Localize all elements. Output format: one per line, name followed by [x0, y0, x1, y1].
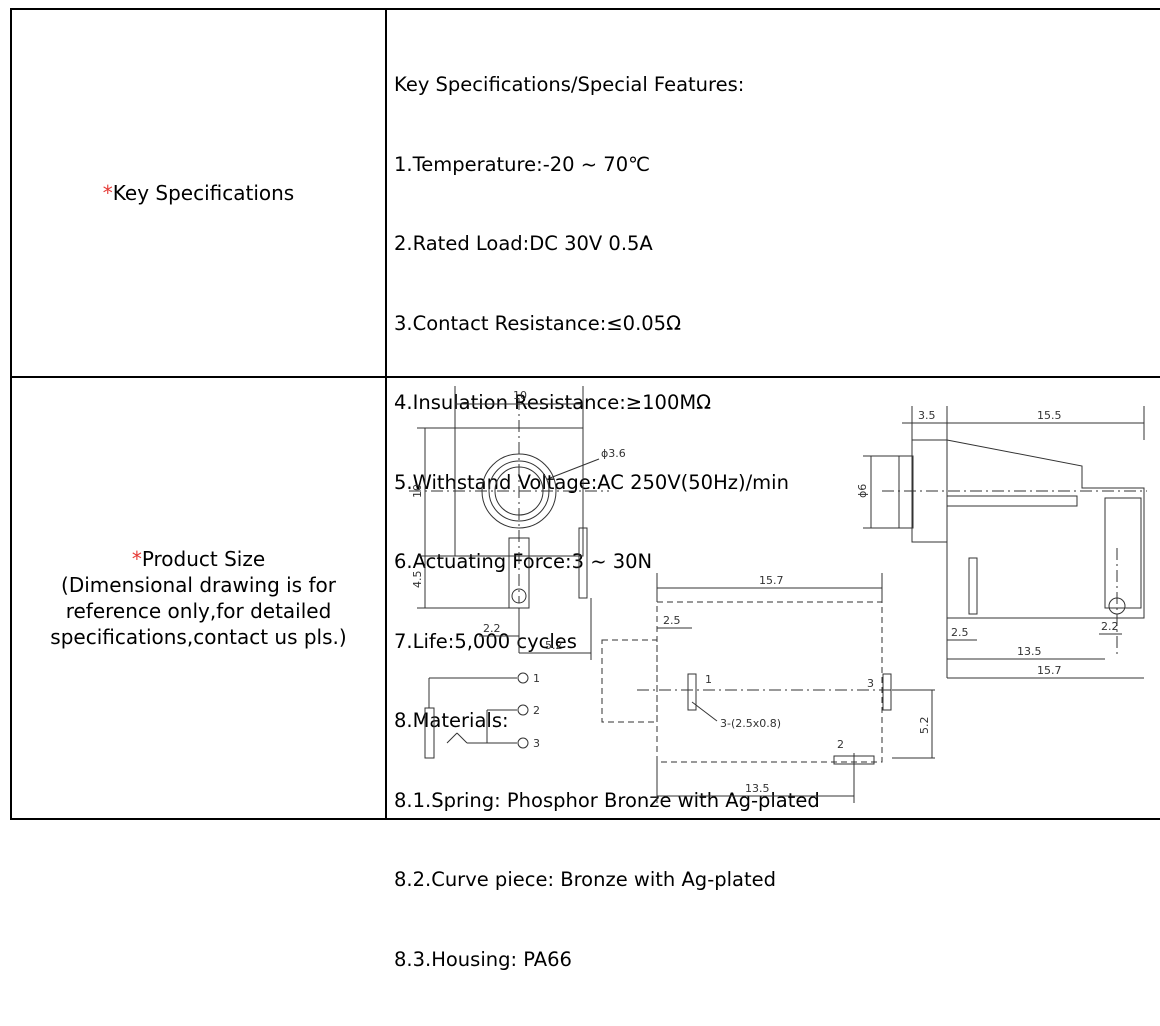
required-asterisk: * — [131, 547, 142, 571]
schematic — [424, 672, 529, 759]
spec-line: 3.Contact Resistance:≤0.05Ω — [394, 311, 681, 335]
spec-line: 1.Temperature:-20 ~ 70℃ — [394, 152, 650, 176]
dim-side-diameter: ϕ6 — [856, 484, 869, 498]
dim-pcb-13-5: 13.5 — [745, 782, 770, 795]
dim-front-height: 10 — [411, 484, 424, 498]
row-label-note: specifications,contact us pls.) — [50, 625, 347, 649]
dim-side-15-7: 15.7 — [1037, 664, 1062, 677]
dim-2-2-front: 2.2 — [483, 622, 501, 635]
dim-side-3-5: 3.5 — [918, 409, 936, 422]
front-view — [409, 386, 609, 660]
schematic-pin-2: 2 — [533, 704, 540, 717]
spec-row-product-size: *Product Size (Dimensional drawing is fo… — [12, 378, 1160, 818]
spec-line: 8.Materials: — [394, 709, 509, 732]
row-label-text: Product Size — [141, 547, 266, 571]
dim-pcb-2-5: 2.5 — [663, 614, 681, 627]
pcb-pin-1: 1 — [705, 673, 712, 686]
dim-side-13-5: 13.5 — [1017, 645, 1042, 658]
dimensional-drawing: 10 10 ϕ3.6 4.5 2.2 5.2 3.5 15.5 ϕ6 2.5 2… — [387, 378, 1160, 818]
dim-tab-height: 4.5 — [411, 571, 424, 589]
dim-front-width: 10 — [513, 389, 527, 402]
side-view — [863, 406, 1147, 679]
spec-line: 8.1.Spring: Phosphor Bronze with Ag-plat… — [394, 788, 820, 812]
schematic-pin-1: 1 — [533, 672, 540, 685]
row-label-key-specifications: *Key Specifications — [12, 10, 387, 376]
dim-hole-diameter: ϕ3.6 — [601, 447, 626, 460]
spec-line: 8.3.Housing: PA66 — [394, 947, 572, 971]
row-label-product-size: *Product Size (Dimensional drawing is fo… — [12, 378, 387, 818]
row-label-note: (Dimensional drawing is for — [61, 573, 336, 597]
dim-pcb-5-2: 5.2 — [918, 717, 931, 735]
dim-side-2-5: 2.5 — [951, 626, 969, 639]
key-specifications-content: Key Specifications/Special Features: 1.T… — [387, 10, 1160, 971]
spec-row-key-specifications: *Key Specifications Key Specifications/S… — [12, 10, 1160, 971]
dim-pcb-15-7: 15.7 — [759, 574, 784, 587]
dimension-drawing-svg: 10 10 ϕ3.6 4.5 2.2 5.2 3.5 15.5 ϕ6 2.5 2… — [409, 386, 1147, 803]
schematic-pin-3: 3 — [533, 737, 540, 750]
required-asterisk: * — [102, 181, 113, 205]
spec-line: 8.2.Curve piece: Bronze with Ag-plated — [394, 868, 776, 891]
spec-list: Key Specifications/Special Features: 1.T… — [394, 19, 820, 1026]
pcb-view — [601, 573, 935, 803]
spec-line: Key Specifications/Special Features: — [394, 73, 745, 96]
dim-side-15-5: 15.5 — [1037, 409, 1062, 422]
dim-side-2-2: 2.2 — [1101, 620, 1119, 633]
pcb-pin-2: 2 — [837, 738, 844, 751]
dim-5-2-front: 5.2 — [545, 639, 563, 652]
spec-table: *Key Specifications Key Specifications/S… — [10, 8, 1160, 971]
row-label-note: reference only,for detailed — [65, 599, 332, 623]
spec-line: 7.Life:5,000 cycles — [394, 629, 577, 653]
pcb-pad-note: 3-(2.5x0.8) — [720, 717, 781, 730]
pcb-pin-3: 3 — [867, 677, 874, 690]
row-label-text: Key Specifications — [112, 181, 295, 205]
spec-line: 2.Rated Load:DC 30V 0.5A — [394, 232, 653, 255]
spec-line: 4.Insulation Resistance:≥100MΩ — [394, 391, 712, 414]
